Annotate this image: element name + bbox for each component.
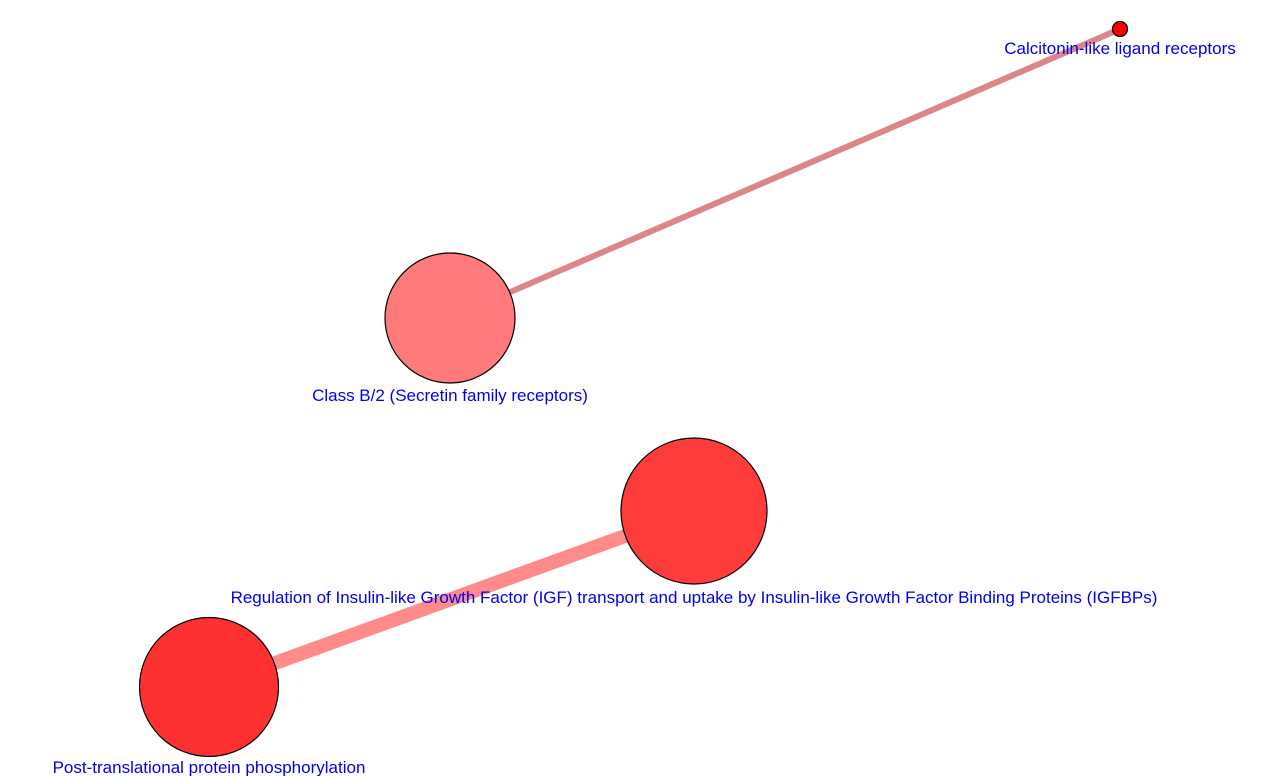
edge-ptpp-igf[interactable] — [206, 504, 697, 694]
label-class-b2-secretin-family-receptors: Class B/2 (Secretin family receptors) — [312, 386, 588, 405]
labels-layer: Calcitonin-like ligand receptors Class B… — [53, 39, 1236, 776]
node-post-translational-protein-phosphorylation[interactable] — [138, 616, 280, 758]
label-post-translational-protein-phosphorylation: Post-translational protein phosphorylati… — [53, 758, 366, 776]
node-class-b2-secretin-family-receptors[interactable] — [384, 252, 516, 384]
node-calcitonin-like-ligand-receptors[interactable] — [1111, 20, 1129, 38]
nodes-layer — [138, 20, 1129, 758]
edge-classb2-calcitonin[interactable] — [448, 26, 1122, 321]
node-regulation-of-igf-transport[interactable] — [620, 437, 768, 585]
label-regulation-of-igf-transport: Regulation of Insulin-like Growth Factor… — [231, 588, 1158, 607]
label-calcitonin-like-ligand-receptors: Calcitonin-like ligand receptors — [1004, 39, 1236, 58]
edges-layer — [206, 26, 1122, 694]
